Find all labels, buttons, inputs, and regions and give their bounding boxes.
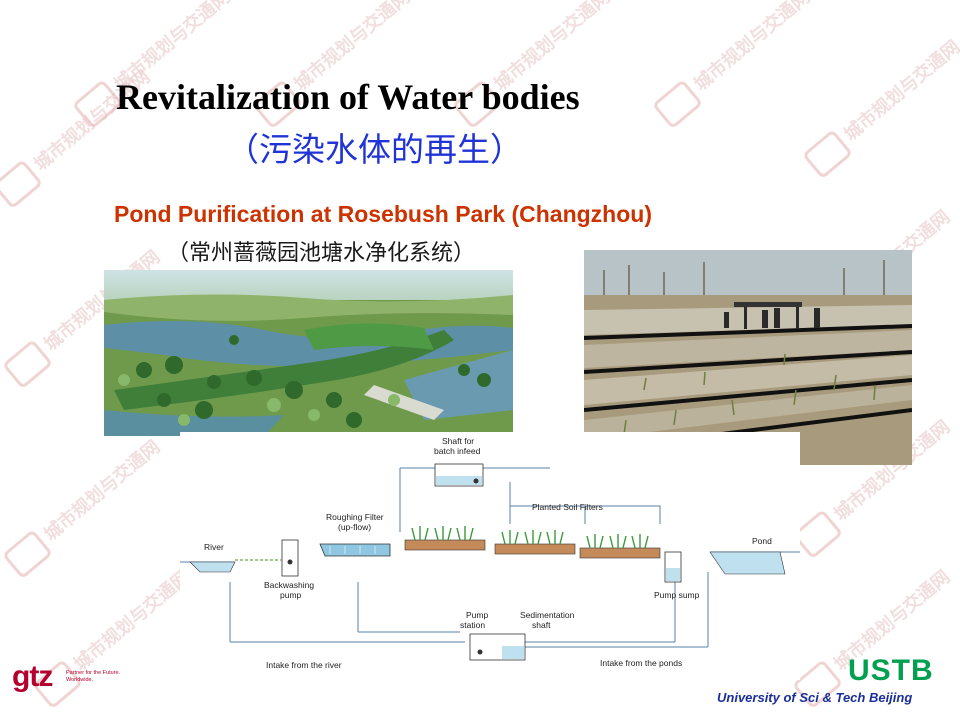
process-diagram: Shaft for batch infeed Planted Soil Filt… xyxy=(180,432,800,680)
label-shaft-2: batch infeed xyxy=(434,446,481,456)
gtz-tagline-line1: Partner for the Future. xyxy=(66,670,121,676)
label-planted-soil-filters: Planted Soil Filters xyxy=(532,502,603,512)
label-backwashing-pump: Backwashing xyxy=(264,580,314,590)
gtz-tagline: Partner for the Future. Worldwide. xyxy=(66,670,120,684)
label-sedimentation-shaft-2: shaft xyxy=(532,620,551,630)
slide-title: Revitalization of Water bodies xyxy=(116,77,580,117)
ustb-logo: USTB xyxy=(848,654,934,687)
watermark: 城市规划与交通网 xyxy=(801,33,960,180)
label-intake-river: Intake from the river xyxy=(266,660,342,670)
label-backwashing-pump-2: pump xyxy=(280,590,302,600)
label-pump-sump: Pump sump xyxy=(654,590,700,600)
label-pump-station-2: station xyxy=(460,620,485,630)
label-river: River xyxy=(204,542,224,552)
label-pond: Pond xyxy=(752,536,772,546)
university-name: University of Sci & Tech Beijing xyxy=(717,690,913,705)
label-pump-station: Pump xyxy=(466,610,488,620)
label-shaft: Shaft for xyxy=(442,436,474,446)
watermark: 城市规划与交通网 xyxy=(651,0,818,130)
section-heading: Pond Purification at Rosebush Park (Chan… xyxy=(114,201,652,227)
watermark: 城市规划与交通网 xyxy=(1,433,168,580)
watermark: 城市规划与交通网 xyxy=(31,563,198,710)
label-sedimentation-shaft: Sedimentation xyxy=(520,610,575,620)
label-roughing-filter-2: (up-flow) xyxy=(338,522,371,532)
gtz-logo: gtz xyxy=(12,660,53,693)
park-aerial-image xyxy=(104,270,513,436)
label-intake-ponds: Intake from the ponds xyxy=(600,658,682,668)
gtz-tagline-line2: Worldwide. xyxy=(66,677,94,683)
label-roughing-filter: Roughing Filter xyxy=(326,512,384,522)
slide-subtitle: （污染水体的再生） xyxy=(226,130,523,169)
section-heading-cn: （常州蔷薇园池塘水净化系统） xyxy=(167,241,476,266)
